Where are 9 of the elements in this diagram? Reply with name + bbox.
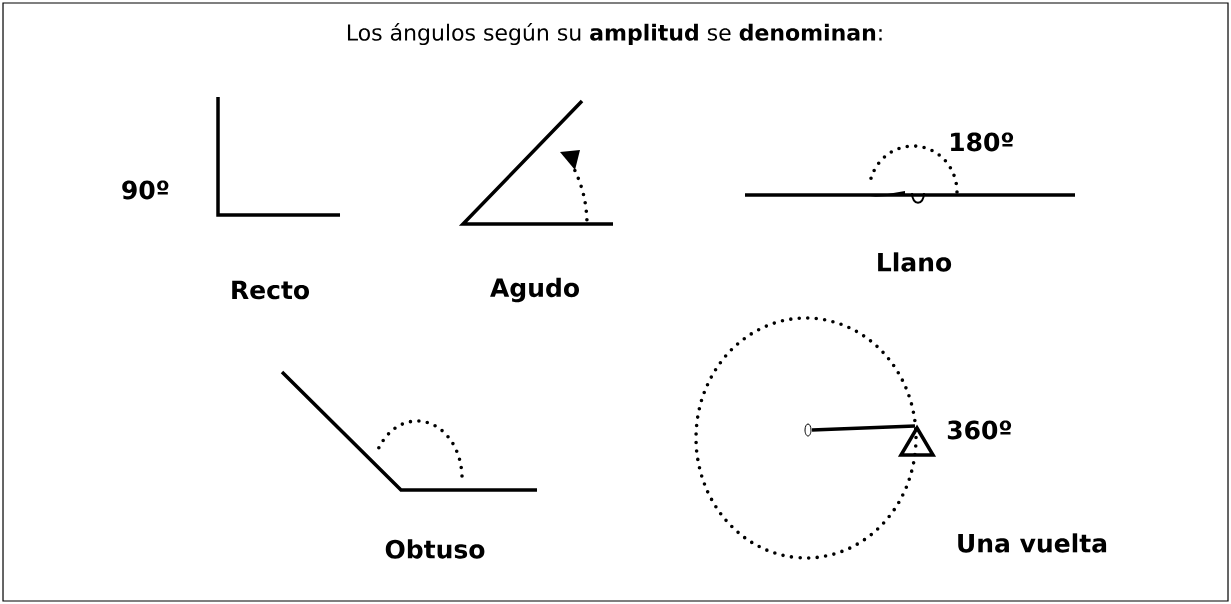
title: Los ángulos según su amplitud se denominan: bbox=[348, 22, 882, 46]
angle-measure: 180º bbox=[951, 132, 1014, 152]
angle-measure: 360º bbox=[947, 420, 1012, 440]
angle-name: Agudo bbox=[490, 277, 579, 303]
angle-name: Una vuelta bbox=[958, 533, 1107, 553]
angle-measure: 90º bbox=[122, 180, 169, 200]
angle-name: Obtuso bbox=[385, 539, 485, 559]
angle-name: Recto bbox=[232, 280, 309, 300]
angle-name: Llano bbox=[878, 252, 952, 272]
